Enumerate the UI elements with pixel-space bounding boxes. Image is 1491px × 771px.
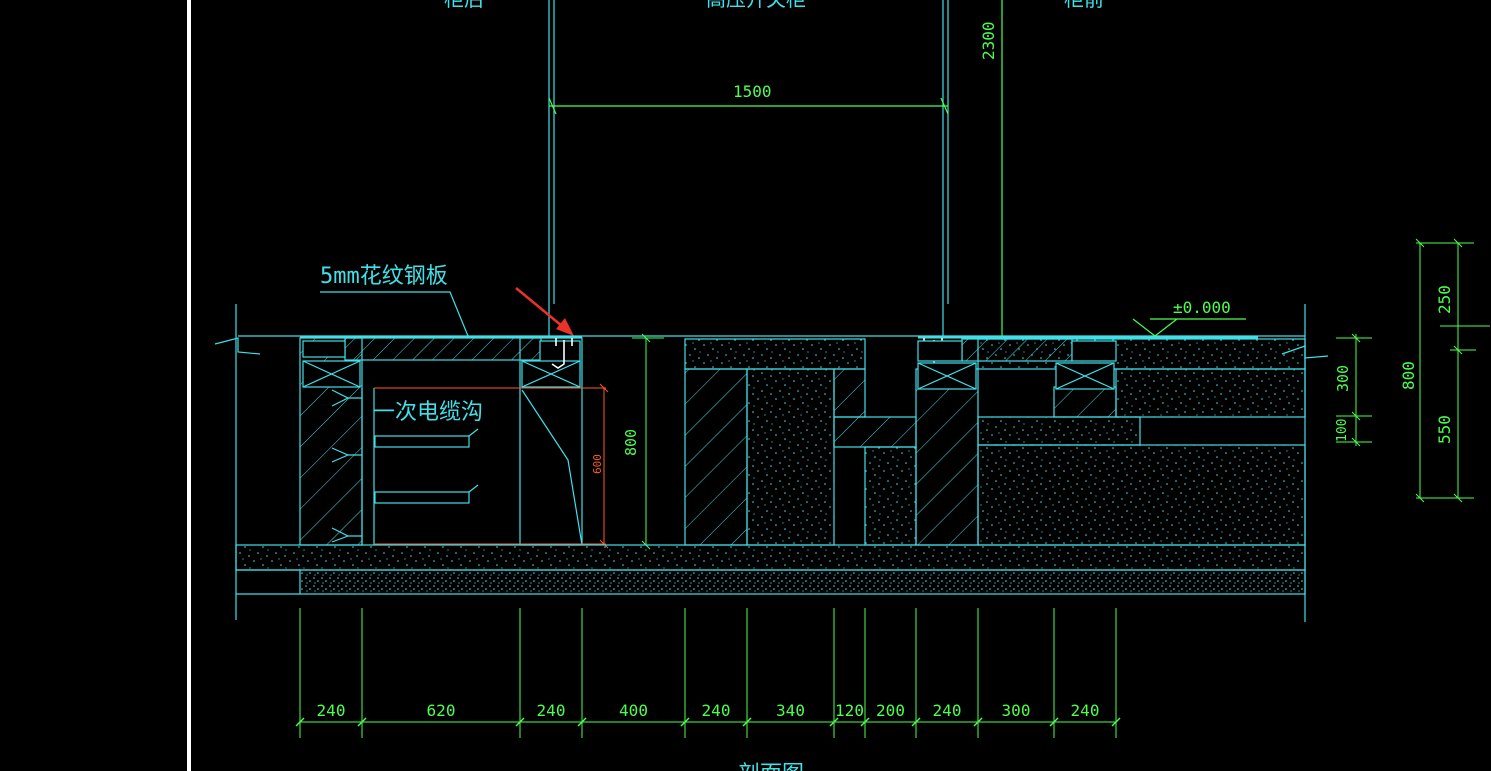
dim-bottom-chain: 240 620 240 400 240 340 120 200 240 300 240 [295, 608, 1121, 738]
dim-bottom-label: 240 [317, 701, 346, 720]
dim-right-100-text: 100 [1335, 419, 1350, 442]
dim-bottom-label: 340 [776, 701, 805, 720]
hook-left [551, 338, 573, 369]
leader-steel-plate [320, 291, 469, 337]
dim-bottom-tick [860, 717, 870, 727]
dim-bottom-tick [829, 717, 839, 727]
dim-bottom-tick [1111, 717, 1121, 727]
base-slab [235, 544, 1306, 595]
dim-bottom-tick [911, 717, 921, 727]
dim-cabinet-width-text: 1500 [733, 82, 772, 101]
dim-bottom-tick [515, 717, 525, 727]
dim-bottom-label: 240 [1071, 701, 1100, 720]
dim-bottom-label: 240 [702, 701, 731, 720]
dim-bottom-tick [680, 717, 690, 727]
dim-bottom-label: 300 [1002, 701, 1031, 720]
dim-bottom-tick [357, 717, 367, 727]
dim-bottom-tick [1049, 717, 1059, 727]
elevation-text: ±0.000 [1173, 298, 1231, 317]
switch-cabinet [548, 0, 949, 338]
dim-bottom-label: 200 [876, 701, 905, 720]
dim-bottom-label: 240 [537, 701, 566, 720]
dim-outer-800-text: 800 [1399, 361, 1418, 390]
dim-bottom-tick [295, 717, 305, 727]
dim-bottom-label: 620 [427, 701, 456, 720]
label-cabinet-front: 柜前 [1064, 0, 1104, 11]
dim-bottom-label: 240 [933, 701, 962, 720]
red-arrow-indicator [515, 287, 574, 336]
dim-bottom-tick [577, 717, 587, 727]
dim-outer-250-text: 250 [1435, 285, 1454, 314]
dim-bottom-label: 120 [835, 701, 864, 720]
dim-right-inner [1336, 333, 1372, 447]
label-cable-trench: 一次电缆沟 [373, 400, 483, 425]
dim-trench-depth-text: 800 [622, 429, 640, 456]
label-section-caption: 剖面图 [738, 762, 804, 771]
dim-inner-depth-text: 600 [591, 454, 604, 474]
dim-cabinet-width [548, 97, 949, 115]
dim-bottom-tick [742, 717, 752, 727]
label-steel-plate: 5mm花纹钢板 [320, 264, 448, 289]
dim-right-300-text: 300 [1334, 365, 1352, 392]
cable-trench-left [299, 337, 583, 546]
dim-bottom-tick [973, 717, 983, 727]
right-channel-supports [917, 340, 1117, 390]
dim-cabinet-height-text: 2300 [979, 21, 998, 60]
elevation-marker [1132, 318, 1246, 337]
dim-bottom-label: 400 [619, 701, 648, 720]
dim-right-outer [1415, 238, 1490, 503]
dim-outer-550-text: 550 [1435, 415, 1454, 444]
foundation-middle [684, 338, 1306, 546]
label-cabinet-name: 高压开关柜 [706, 0, 806, 11]
dim-inner-depth [374, 383, 609, 549]
label-cabinet-rear: 柜后 [444, 0, 484, 11]
